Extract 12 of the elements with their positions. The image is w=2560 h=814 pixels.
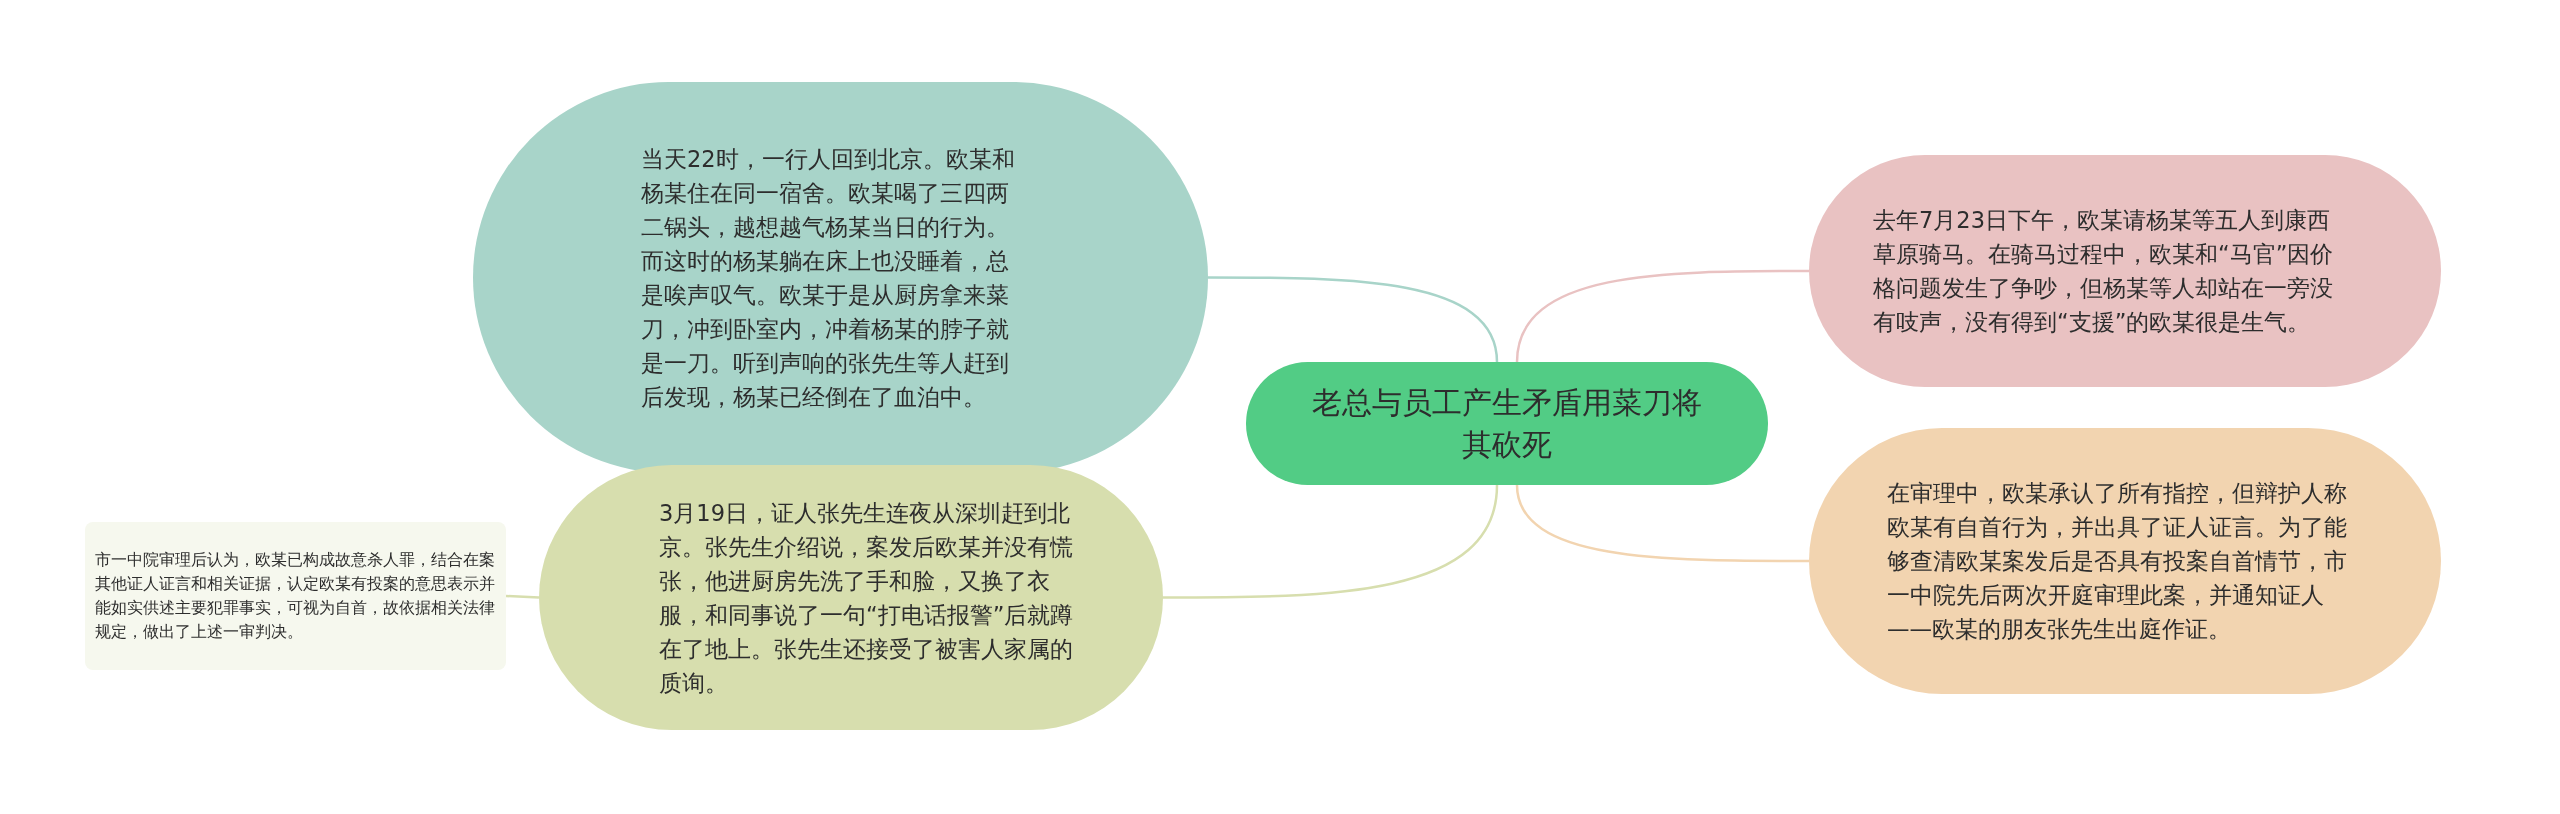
node-text: 去年7月23日下午，欧某请杨某等五人到康西草原骑马。在骑马过程中，欧某和“马官”因价格问题发生了争吵，但杨某等人却站在一旁没有吱声，没有得到“支援”的欧某很是生气。 (1873, 206, 2335, 337)
node-text: 当天22时，一行人回到北京。欧某和杨某住在同一宿舍。欧某喝了三四两二锅头，越想越气杨某当日的行为。而这时的杨某躺在床上也没睡着，总是唉声叹气。欧某于是从厨房拿来菜刀，冲到卧室内，冲着杨某的脖子就是一刀。听到声响的张先生等人赶到后发现，杨某已经倒在了血泊中。 (641, 144, 1016, 412)
branch-line (505, 594, 540, 599)
node-text: 在审理中，欧某承认了所有指控，但辩护人称欧某有自首行为，并出具了证人证言。为了能够查清欧某案发后是否具有投案自首情节，市一中院先后两次开庭审理此案，并通知证人——欧某的朋友张先生出庭作证。 (1887, 479, 2348, 644)
node-text: 3月19日，证人张先生连夜从深圳赶到北京。张先生介绍说，案发后欧某并没有慌张，他进厨房先洗了手和脸，又换了衣服，和同事说了一句“打电话报警”后就蹲在了地上。张先生还接受了被害人家属的质询。 (659, 498, 1075, 698)
node-text: 老总与员工产生矛盾用菜刀将其砍死 (1311, 383, 1703, 464)
branch-line (1515, 484, 1809, 563)
branch-line (1163, 484, 1499, 599)
node-text: 市一中院审理后认为，欧某已构成故意杀人罪，结合在案其他证人证言和相关证据，认定欧某有投案的意思表示并能如实供述主要犯罪事实，可视为自首，故依据相关法律规定，做出了上述一审判决。 (95, 550, 496, 643)
note-card (85, 522, 506, 670)
branch-line (1208, 276, 1499, 363)
branch-line (1515, 269, 1809, 363)
